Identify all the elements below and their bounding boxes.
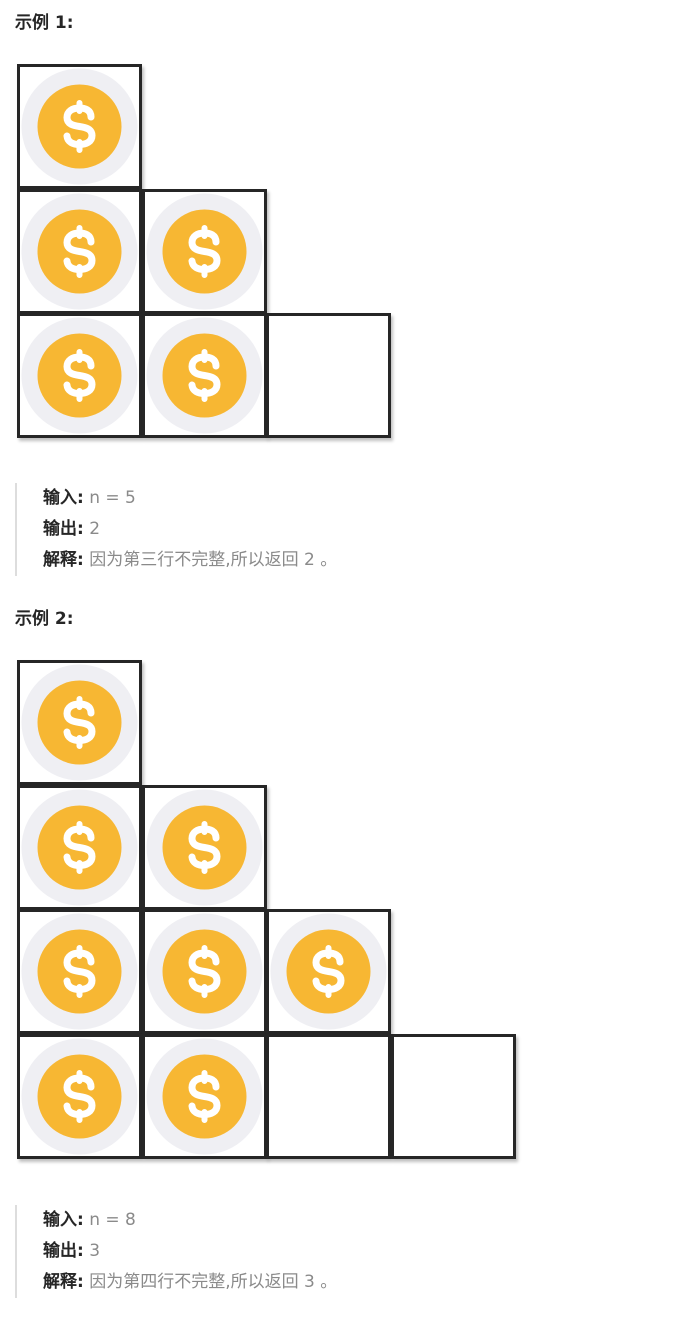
input-label: 输入: — [43, 488, 84, 508]
example-1-title: 示例 1: — [15, 13, 74, 33]
example-2-io-block: 输入: n = 8 输出: 3 解释: 因为第四行不完整,所以返回 3 。 — [15, 1205, 337, 1298]
coin-cell — [142, 909, 267, 1034]
output-label: 输出: — [43, 1241, 84, 1261]
coin-cell — [142, 313, 267, 438]
example-1-io-block: 输入: n = 5 输出: 2 解释: 因为第三行不完整,所以返回 2 。 — [15, 483, 337, 576]
explain-label: 解释: — [43, 550, 84, 570]
explain-value: 因为第三行不完整,所以返回 2 。 — [89, 550, 338, 570]
empty-cell — [266, 313, 391, 438]
example-2-input-line: 输入: n = 8 — [43, 1205, 337, 1236]
coin-cell — [17, 785, 142, 910]
coin-cell — [142, 1034, 267, 1159]
example-2-output-line: 输出: 3 — [43, 1236, 337, 1267]
empty-cell — [391, 1034, 516, 1159]
output-value: 2 — [89, 519, 101, 539]
coin-cell — [142, 189, 267, 314]
explain-value: 因为第四行不完整,所以返回 3 。 — [89, 1272, 338, 1292]
output-value: 3 — [89, 1241, 101, 1261]
example-2-title: 示例 2: — [15, 609, 74, 629]
coin-cell — [266, 909, 391, 1034]
empty-cell — [266, 1034, 391, 1159]
coin-cell — [17, 64, 142, 189]
example-1-input-line: 输入: n = 5 — [43, 483, 337, 514]
example-2-explain-line: 解释: 因为第四行不完整,所以返回 3 。 — [43, 1267, 337, 1298]
coin-cell — [142, 785, 267, 910]
coin-cell — [17, 660, 142, 785]
coin-cell — [17, 909, 142, 1034]
input-value: n = 5 — [89, 488, 136, 508]
input-label: 输入: — [43, 1210, 84, 1230]
example-1-explain-line: 解释: 因为第三行不完整,所以返回 2 。 — [43, 545, 337, 576]
output-label: 输出: — [43, 519, 84, 539]
input-value: n = 8 — [89, 1210, 136, 1230]
explain-label: 解释: — [43, 1272, 84, 1292]
coin-cell — [17, 313, 142, 438]
coin-cell — [17, 1034, 142, 1159]
example-1-output-line: 输出: 2 — [43, 514, 337, 545]
coin-cell — [17, 189, 142, 314]
